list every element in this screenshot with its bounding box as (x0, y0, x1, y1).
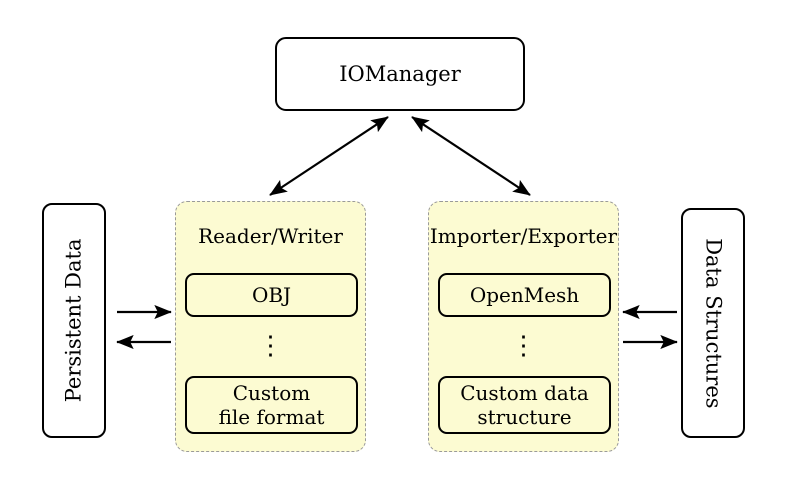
reader-writer-item-custom-file-format[interactable]: Custom file format (185, 376, 358, 434)
io-manager-label: IOManager (339, 61, 461, 86)
importer-exporter-item-openmesh[interactable]: OpenMesh (438, 273, 611, 317)
reader-writer-item-custom-file-format-label: Custom file format (219, 381, 325, 429)
connector-manager-importerexporter (411, 116, 531, 196)
group-reader-writer: Reader/Writer OBJ ⋮ Custom file format (175, 201, 366, 452)
custom-data-structure-line1: Custom data (460, 381, 589, 405)
custom-file-format-line1: Custom (232, 381, 311, 405)
persistent-data-node[interactable]: Persistent Data (42, 203, 106, 438)
group-reader-writer-title: Reader/Writer (198, 224, 343, 248)
importer-exporter-item-openmesh-label: OpenMesh (469, 283, 580, 307)
data-structures-node[interactable]: Data Structures (681, 208, 745, 438)
connector-manager-readerwriter (269, 116, 389, 196)
importer-exporter-item-custom-data-structure-label: Custom data structure (460, 381, 589, 429)
reader-writer-ellipsis: ⋮ (257, 331, 284, 361)
io-manager-node[interactable]: IOManager (275, 37, 525, 111)
data-structures-label: Data Structures (701, 237, 726, 409)
group-importer-exporter-title: Importer/Exporter (429, 224, 618, 248)
persistent-data-label: Persistent Data (61, 238, 86, 403)
custom-data-structure-line2: structure (477, 405, 572, 429)
custom-file-format-line2: file format (218, 405, 325, 429)
importer-exporter-item-custom-data-structure[interactable]: Custom data structure (438, 376, 611, 434)
importer-exporter-ellipsis: ⋮ (510, 331, 537, 361)
reader-writer-item-obj[interactable]: OBJ (185, 273, 358, 317)
reader-writer-item-obj-label: OBJ (251, 283, 292, 307)
group-importer-exporter: Importer/Exporter OpenMesh ⋮ Custom data… (428, 201, 619, 452)
